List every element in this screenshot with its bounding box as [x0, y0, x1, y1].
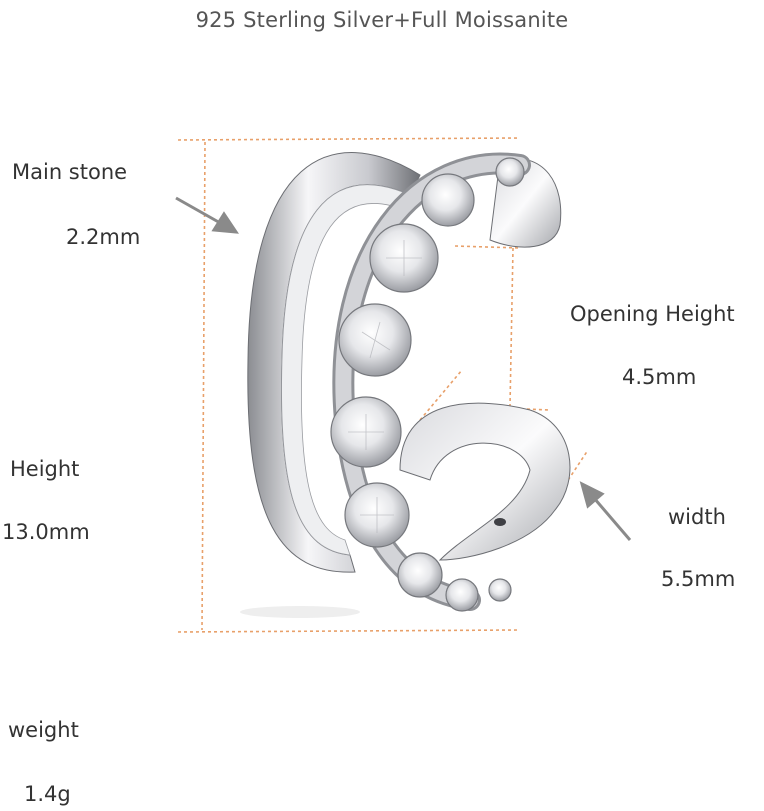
main-stone-label: Main stone: [12, 160, 128, 184]
plain-band-inner: [281, 184, 411, 556]
width-label: width: [668, 505, 726, 529]
top-dimension-line: [177, 137, 521, 141]
opening-height-line: [509, 247, 514, 407]
weight-value: 1.4g: [24, 782, 71, 806]
curl-hole: [494, 518, 506, 526]
main-stone-value: 2.2mm: [66, 225, 141, 249]
main-stone-arrow-head: [211, 211, 239, 234]
dimension-lines: [177, 137, 589, 633]
height-label: Height: [10, 457, 80, 481]
bottom-curl: [399, 402, 571, 561]
stone: [488, 578, 512, 602]
opening-height-label: Opening Height: [570, 302, 735, 326]
opening-height-value: 4.5mm: [622, 365, 697, 389]
width-value: 5.5mm: [661, 567, 736, 591]
opening-top-line: [454, 245, 521, 249]
reflection-shadow: [240, 606, 360, 618]
opening-bottom-line: [454, 405, 551, 411]
stone: [397, 552, 443, 598]
main-stone-arrow-shaft: [175, 196, 223, 226]
width-line-b: [554, 449, 589, 501]
width-arrow-shaft: [592, 497, 632, 541]
stone: [495, 157, 525, 187]
product-title: 925 Sterling Silver+Full Moissanite: [195, 8, 569, 32]
stone: [445, 578, 479, 612]
stone: [421, 173, 475, 227]
weight-label: weight: [8, 718, 79, 742]
height-value: 13.0mm: [2, 520, 90, 544]
bottom-dimension-line: [177, 629, 519, 633]
width-line-a: [419, 369, 463, 421]
pointer-arrows: [175, 196, 632, 541]
width-arrow-head: [579, 481, 605, 509]
